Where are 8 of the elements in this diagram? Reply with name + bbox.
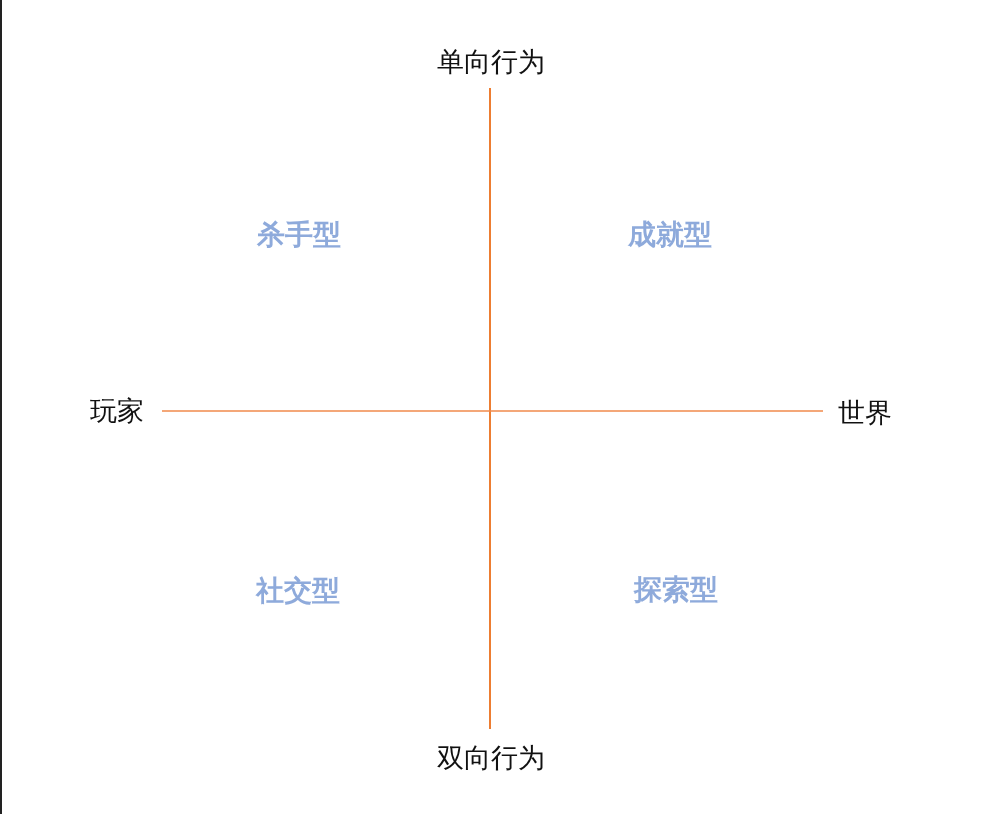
quadrant-label: 杀手型 bbox=[257, 219, 341, 251]
quadrant-label: 成就型 bbox=[628, 219, 712, 251]
axis-label: 玩家 bbox=[90, 396, 144, 426]
axis-label: 单向行为 bbox=[437, 47, 545, 77]
quadrant-label: 社交型 bbox=[256, 575, 340, 607]
axis-label: 世界 bbox=[838, 398, 892, 428]
quadrant-label: 探索型 bbox=[634, 574, 718, 606]
axis-label: 双向行为 bbox=[437, 743, 545, 773]
